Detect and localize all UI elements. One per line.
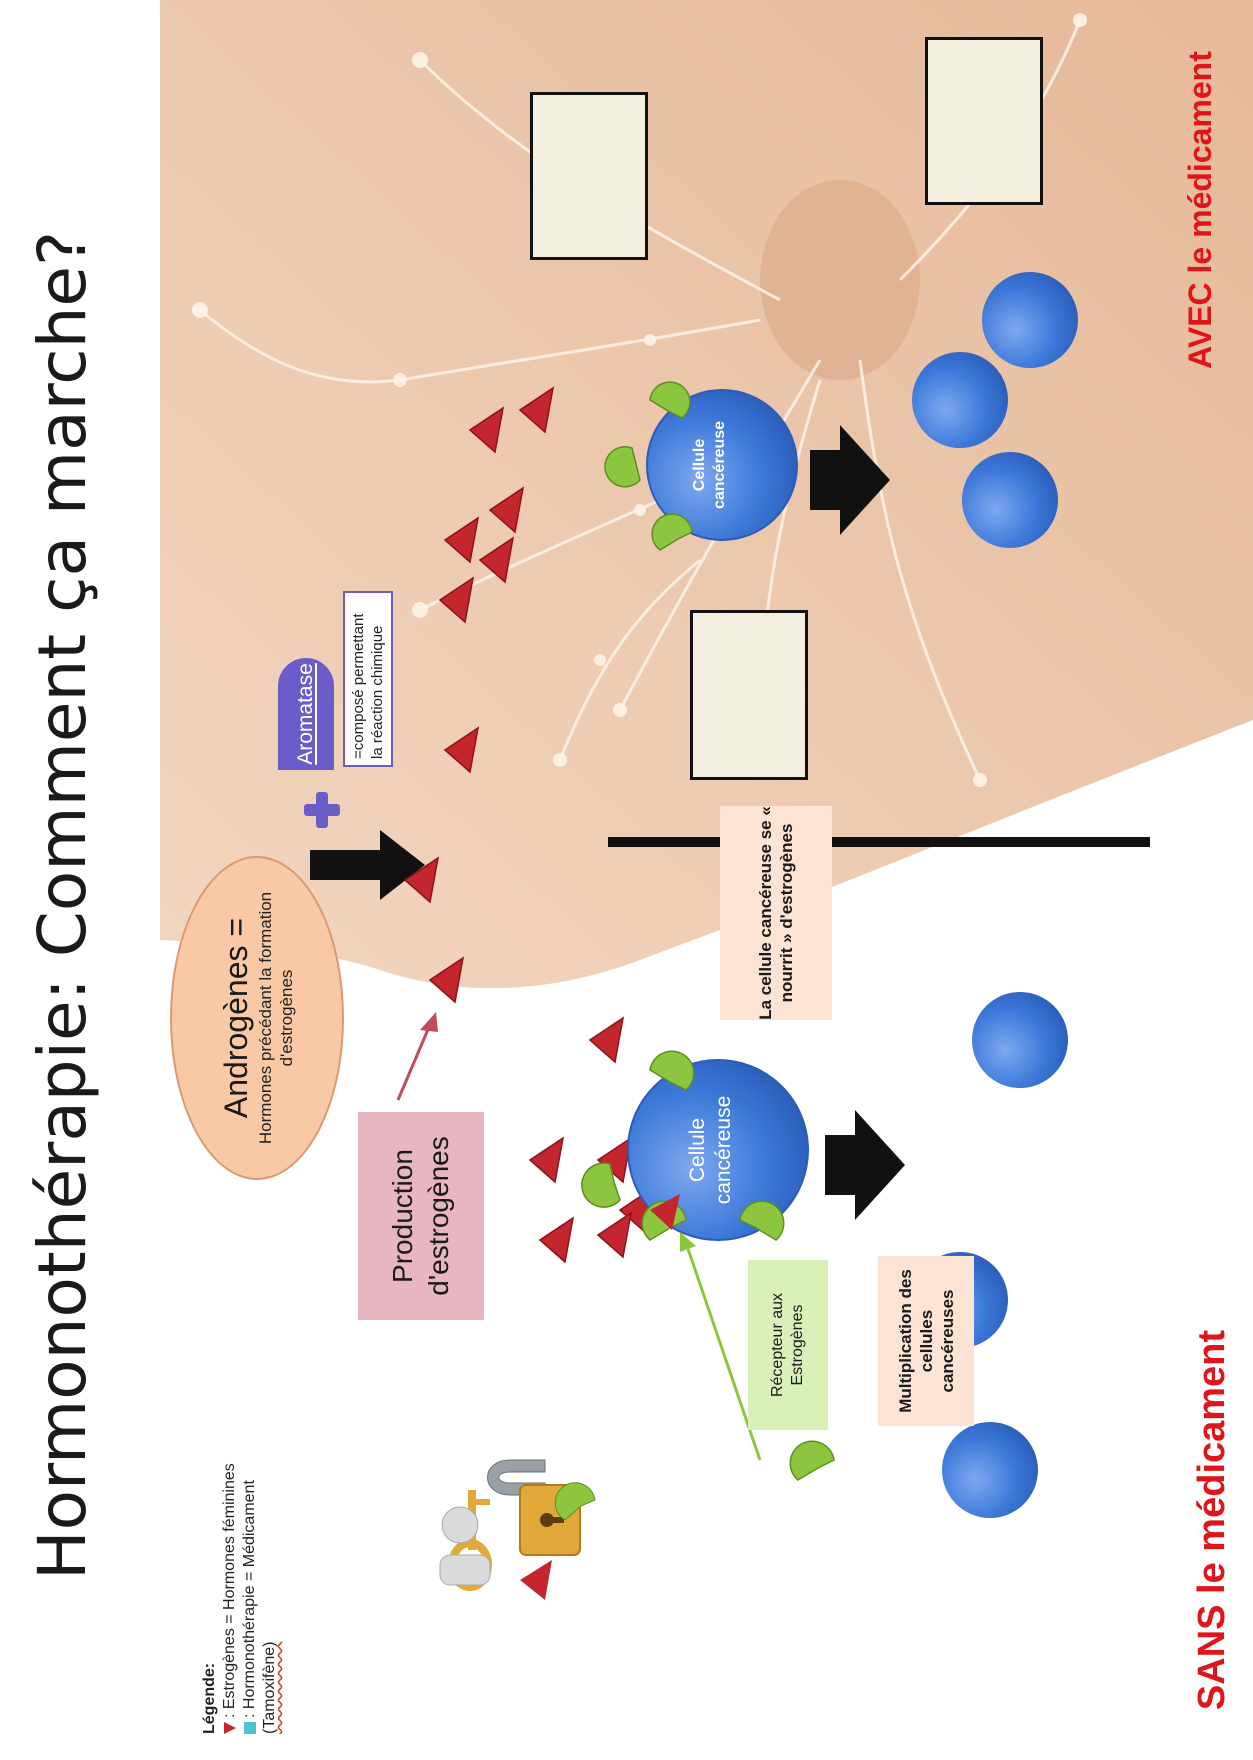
arrow-sans-division	[825, 1110, 905, 1220]
production-label: Production d'estrogènes	[358, 1112, 484, 1320]
answer-box-3[interactable]	[690, 610, 808, 780]
legend-estrogen-text: : Estrogènes = Hormones féminines	[221, 1463, 238, 1718]
legend-drug-text: : Hormonothérapie = Médicament	[241, 1480, 258, 1718]
plus-icon	[304, 792, 340, 828]
daughter-cell-avec-2	[912, 352, 1008, 448]
cancer-cell-avec	[646, 389, 798, 541]
key-receptor	[554, 1482, 596, 1521]
nipple-area	[760, 180, 920, 380]
daughter-cell-sans-3	[972, 992, 1068, 1088]
avec-label: AVEC le médicament	[1182, 51, 1218, 369]
daughter-cell-avec-3	[982, 272, 1078, 368]
answer-box-2[interactable]	[925, 37, 1043, 205]
figure-icon	[439, 1506, 491, 1586]
arrow-androgen-to-estrogen	[310, 830, 425, 900]
feeding-label: La cellule cancéreuse se « nourrit » d'e…	[720, 806, 832, 1020]
estrogen-on-receptor	[650, 1194, 680, 1230]
legend-drug-row: : Hormonothérapie = Médicament	[240, 1454, 260, 1734]
legend-estrogen-row: : Estrogènes = Hormones féminines	[220, 1454, 240, 1734]
key-estrogen	[520, 1560, 552, 1600]
cell-label-sans: Cellule cancéreuse	[686, 1095, 735, 1205]
answer-box-1[interactable]	[530, 92, 648, 260]
androgen-ellipse: Androgènes = Hormones précédant la forma…	[170, 856, 344, 1180]
sans-label: SANS le médicament	[1191, 1329, 1233, 1711]
aromatase-pill: Aromatase	[278, 658, 334, 770]
multiplication-label: Multiplication des cellules cancéreuses	[878, 1256, 974, 1426]
androgen-desc: Hormones précédant la formation d'estrog…	[256, 891, 296, 1145]
cell-label-avec: Cellule cancéreuse	[691, 420, 728, 510]
drug-square-icon	[243, 1722, 256, 1734]
estrogen-triangle-icon	[223, 1722, 236, 1734]
androgen-title: Androgènes =	[218, 917, 254, 1119]
arrow-avec-division	[810, 425, 890, 535]
daughter-cell-sans-1	[942, 1422, 1038, 1518]
receptor-label: Récepteur aux Estrogènes	[748, 1260, 828, 1430]
receptor-icon-avec	[604, 381, 693, 551]
production-pointer	[396, 1019, 434, 1101]
aromatase-definition: =composé permettant la réaction chimique	[343, 591, 393, 767]
page-title: Hormonothérapie: Comment ça marche?	[24, 230, 101, 1580]
legend: Légende: : Estrogènes = Hormones féminin…	[200, 1454, 280, 1734]
cancer-cell-sans	[627, 1059, 809, 1241]
legend-title: Légende:	[201, 1662, 218, 1734]
daughter-cell-avec-1	[962, 452, 1058, 548]
legend-drug-name: (Tamoxifène)	[261, 1641, 278, 1734]
receptor-pointer	[683, 1239, 762, 1461]
